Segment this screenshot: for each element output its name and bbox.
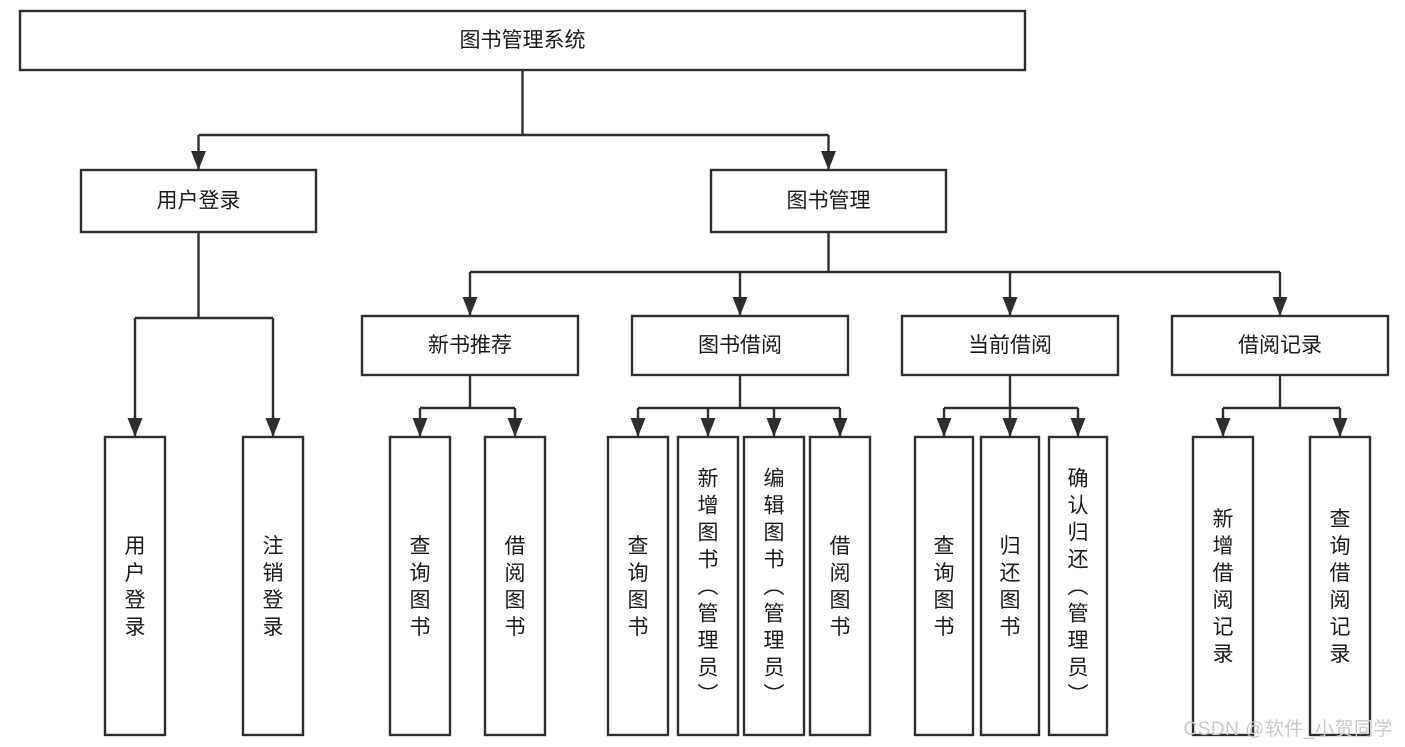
arrow-head-icon (1215, 418, 1231, 437)
node-box (388, 435, 452, 737)
arrow-head-icon (1070, 418, 1086, 437)
node-box (1308, 435, 1372, 737)
node-box (18, 9, 1027, 72)
node-root[interactable]: 图书管理系统 (18, 9, 1027, 72)
arrow-head-icon (1002, 418, 1018, 437)
connectors-layer (127, 70, 1348, 437)
node-label: 查询图书 (410, 535, 431, 639)
node-borrow-add-book[interactable]: 新增图书︵管理员︶ (676, 435, 740, 737)
node-borrow-record[interactable]: 借阅记录 (1170, 314, 1390, 377)
node-box (483, 435, 547, 737)
node-label: 确认归还︵管理员︶ (1068, 468, 1089, 707)
node-label: 用户登录 (157, 190, 241, 213)
arrow-head-icon (412, 418, 428, 437)
arrow-head-icon (191, 151, 206, 170)
node-box (1170, 314, 1390, 377)
node-box (79, 168, 318, 234)
node-recommend-borrow-book[interactable]: 借阅图书 (483, 435, 547, 737)
node-box (709, 168, 948, 234)
node-box (1191, 435, 1255, 737)
node-label: 新增图书︵管理员︶ (698, 468, 719, 707)
node-box (360, 314, 580, 377)
node-label: 注销登录 (263, 535, 284, 639)
arrow-head-icon (732, 297, 748, 316)
node-current-query-book[interactable]: 查询图书 (913, 435, 975, 737)
node-book-borrow[interactable]: 图书借阅 (630, 314, 850, 377)
node-user-login-logout[interactable]: 注销登录 (241, 435, 305, 737)
node-label: 借阅图书 (505, 535, 526, 639)
arrow-head-icon (936, 418, 952, 437)
node-label: 借阅图书 (830, 535, 851, 639)
arrow-head-icon (265, 418, 281, 437)
node-label: 图书管理系统 (460, 29, 586, 52)
node-box (241, 435, 305, 737)
node-box (103, 435, 167, 737)
node-box (630, 314, 850, 377)
arrow-head-icon (821, 151, 836, 170)
node-box (979, 435, 1041, 737)
node-box (900, 314, 1120, 377)
node-borrow-edit-book[interactable]: 编辑图书︵管理员︶ (742, 435, 806, 737)
node-book-manage[interactable]: 图书管理 (709, 168, 948, 234)
node-label: 借阅记录 (1238, 334, 1322, 357)
node-record-add[interactable]: 新增借阅记录 (1191, 435, 1255, 737)
node-label: 新增借阅记录 (1213, 508, 1234, 666)
node-box (676, 435, 740, 737)
node-label: 用户登录 (125, 535, 146, 639)
node-current-confirm-return[interactable]: 确认归还︵管理员︶ (1047, 435, 1109, 737)
node-label: 编辑图书︵管理员︶ (764, 468, 785, 707)
arrow-head-icon (766, 418, 782, 437)
node-box (1047, 435, 1109, 737)
node-new-book-recommend[interactable]: 新书推荐 (360, 314, 580, 377)
node-box (808, 435, 872, 737)
node-label: 新书推荐 (428, 334, 512, 357)
node-borrow-query-book[interactable]: 查询图书 (606, 435, 670, 737)
node-label: 查询借阅记录 (1330, 508, 1351, 666)
arrow-head-icon (507, 418, 523, 437)
node-recommend-query-book[interactable]: 查询图书 (388, 435, 452, 737)
arrow-head-icon (127, 418, 143, 437)
node-user-login[interactable]: 用户登录 (79, 168, 318, 234)
node-box (606, 435, 670, 737)
nodes-layer: 图书管理系统用户登录图书管理用户登录注销登录新书推荐查询图书借阅图书图书借阅查询… (18, 9, 1390, 737)
node-label: 图书管理 (787, 190, 871, 213)
node-borrow-borrow-book[interactable]: 借阅图书 (808, 435, 872, 737)
arrow-head-icon (630, 418, 646, 437)
node-box (742, 435, 806, 737)
node-label: 归还图书 (1000, 535, 1021, 639)
node-label: 图书借阅 (698, 334, 782, 357)
node-user-login-login[interactable]: 用户登录 (103, 435, 167, 737)
csdn-watermark: CSDN @软件_小贺同学 (1183, 719, 1393, 740)
node-label: 当前借阅 (968, 334, 1052, 357)
node-current-return-book[interactable]: 归还图书 (979, 435, 1041, 737)
node-box (913, 435, 975, 737)
arrow-head-icon (1272, 297, 1288, 316)
node-current-borrow[interactable]: 当前借阅 (900, 314, 1120, 377)
node-label: 查询图书 (628, 535, 649, 639)
arrow-head-icon (462, 297, 478, 316)
arrow-head-icon (1332, 418, 1348, 437)
arrow-head-icon (700, 418, 716, 437)
node-record-query[interactable]: 查询借阅记录 (1308, 435, 1372, 737)
arrow-head-icon (1002, 297, 1018, 316)
node-label: 查询图书 (934, 535, 955, 639)
arrow-head-icon (832, 418, 848, 437)
